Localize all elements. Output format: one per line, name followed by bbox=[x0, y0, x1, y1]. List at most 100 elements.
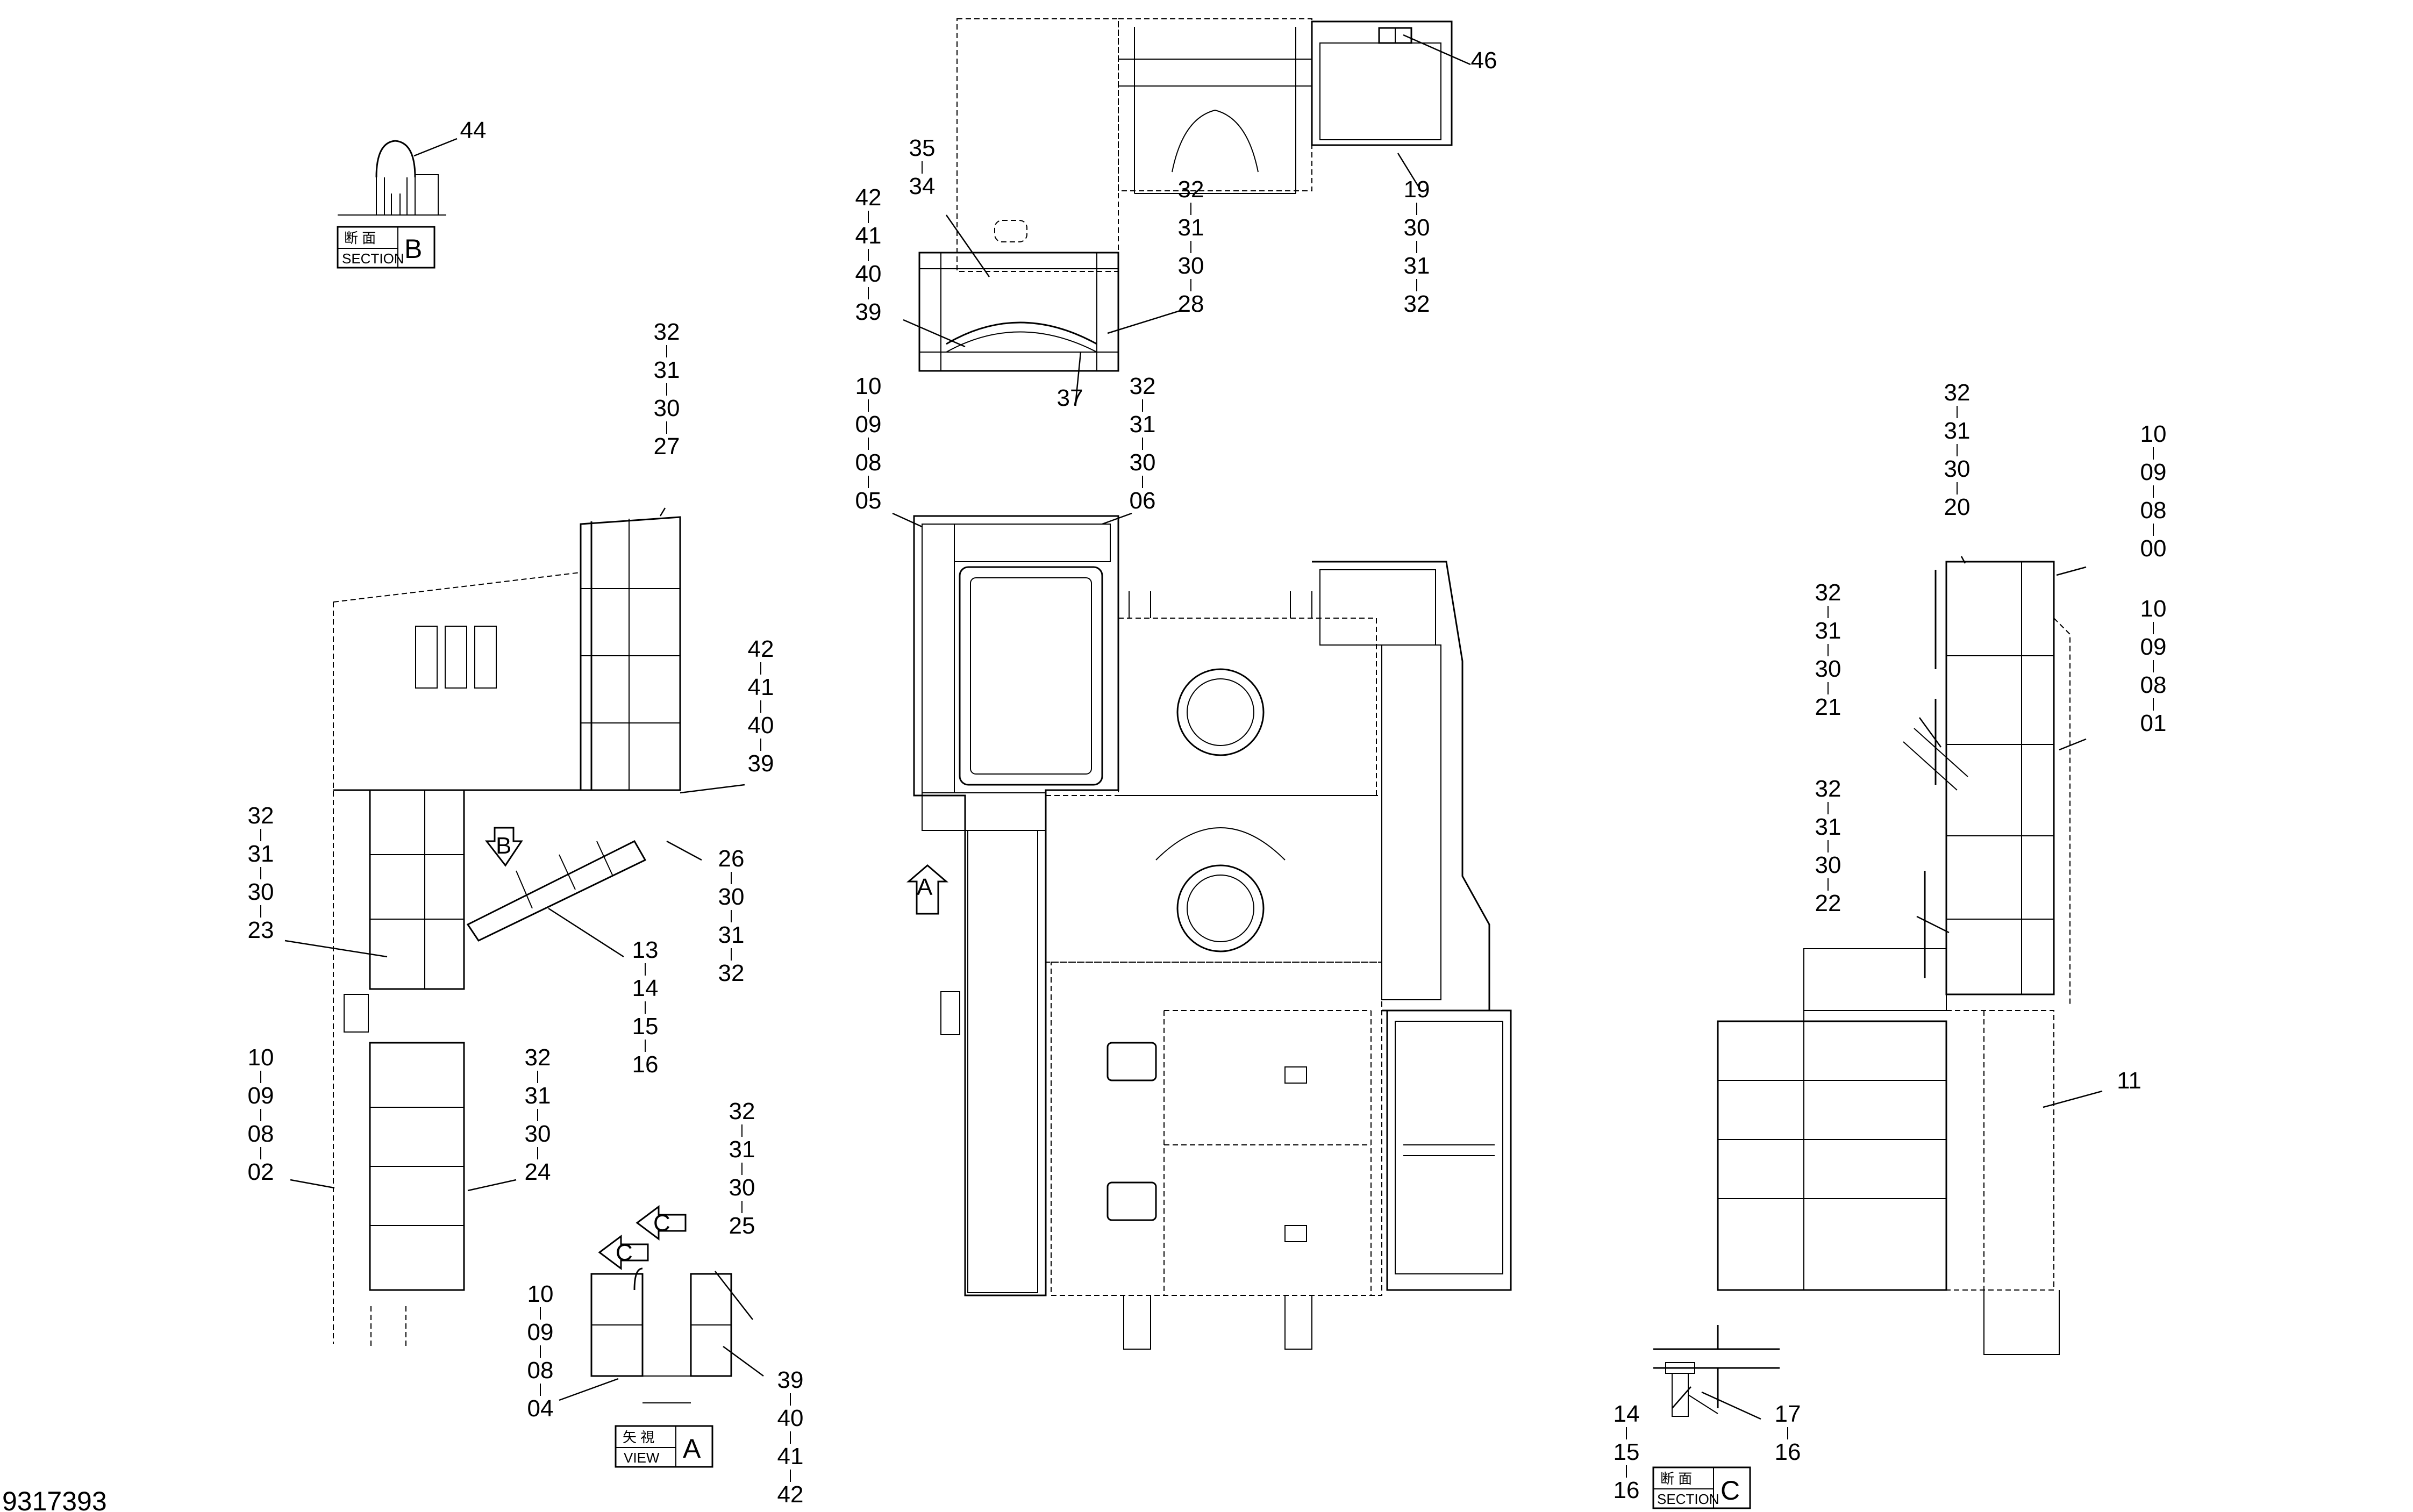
callout-number: 31 bbox=[718, 922, 745, 948]
callout-number: 39 bbox=[855, 299, 882, 325]
section-c-sub: SECTION bbox=[1657, 1491, 1719, 1507]
view-a-label: 矢 視 VIEW A bbox=[615, 1425, 713, 1468]
callout-number: 35 bbox=[909, 135, 936, 161]
callout-number: 31 bbox=[525, 1083, 551, 1109]
callout-number: 31 bbox=[654, 357, 680, 383]
callout-number: 39 bbox=[777, 1367, 804, 1393]
callout-number: 01 bbox=[2140, 710, 2167, 736]
callout-number: 42 bbox=[777, 1481, 804, 1508]
callout-number: 30 bbox=[1815, 656, 1841, 682]
arrow-c-lower: C bbox=[598, 1235, 649, 1270]
callout-number: 30 bbox=[248, 879, 274, 905]
section-b-detail bbox=[338, 138, 458, 216]
callout-c37: 37 bbox=[1057, 385, 1083, 411]
top-module-leaders bbox=[903, 34, 1471, 406]
callout-number: 42 bbox=[748, 636, 774, 662]
callout-c46: 46 bbox=[1471, 47, 1497, 74]
callout-number: 16 bbox=[1775, 1439, 1801, 1465]
callout-number: 34 bbox=[909, 173, 936, 199]
view-a-letter: A bbox=[683, 1434, 701, 1464]
main-plan-leaders bbox=[892, 512, 1132, 528]
callout-number: 08 bbox=[248, 1121, 274, 1147]
view-a-detail bbox=[559, 1267, 764, 1403]
callout-number: 30 bbox=[729, 1174, 755, 1201]
callout-number: 31 bbox=[1815, 618, 1841, 644]
callout-number: 25 bbox=[729, 1213, 755, 1239]
callout-labels: 4435344241403937323130284619303132100908… bbox=[248, 47, 2167, 1508]
callout-number: 31 bbox=[1404, 253, 1430, 279]
callout-number: 31 bbox=[1815, 814, 1841, 840]
view-a-sub: VIEW bbox=[624, 1450, 660, 1466]
callout-number: 32 bbox=[1815, 579, 1841, 606]
callout-number: 30 bbox=[718, 884, 745, 910]
arrow-b: B bbox=[484, 827, 523, 867]
callout-c32f: 32 31 30 25 bbox=[729, 1098, 755, 1239]
callout-number: 32 bbox=[729, 1098, 755, 1124]
callout-number: 46 bbox=[1471, 47, 1497, 74]
callout-number: 32 bbox=[1130, 373, 1156, 399]
arrow-c-upper: C bbox=[636, 1205, 687, 1241]
callout-number: 31 bbox=[729, 1136, 755, 1163]
callout-number: 30 bbox=[1178, 253, 1204, 279]
callout-number: 08 bbox=[855, 449, 882, 476]
callout-c44: 44 bbox=[460, 117, 487, 144]
callout-number: 23 bbox=[248, 917, 274, 943]
callout-number: 32 bbox=[1815, 776, 1841, 802]
drawing-number: 9317393 bbox=[2, 1486, 107, 1512]
section-b-label: 断 面 SECTION B bbox=[337, 226, 436, 269]
callout-number: 31 bbox=[1944, 418, 1971, 444]
callout-number: 16 bbox=[632, 1051, 659, 1078]
callout-number: 31 bbox=[1178, 214, 1204, 241]
arrow-c-upper-letter: C bbox=[653, 1210, 670, 1236]
callout-number: 24 bbox=[525, 1159, 551, 1185]
callout-number: 27 bbox=[654, 433, 680, 460]
callout-number: 09 bbox=[248, 1083, 274, 1109]
callout-number: 32 bbox=[248, 802, 274, 829]
callout-number: 11 bbox=[2117, 1067, 2141, 1094]
callout-number: 20 bbox=[1944, 494, 1971, 520]
callout-number: 31 bbox=[1130, 411, 1156, 438]
callout-number: 14 bbox=[632, 975, 659, 1001]
callout-number: 10 bbox=[248, 1044, 274, 1071]
callout-number: 02 bbox=[248, 1159, 274, 1185]
callout-number: 44 bbox=[460, 117, 487, 144]
callout-number: 04 bbox=[527, 1395, 554, 1422]
callout-number: 28 bbox=[1178, 291, 1204, 317]
callout-number: 10 bbox=[855, 373, 882, 399]
section-b-letter: B bbox=[404, 234, 422, 264]
callout-number: 30 bbox=[525, 1121, 551, 1147]
callout-number: 42 bbox=[855, 184, 882, 211]
right-elevation bbox=[1717, 561, 2071, 1355]
top-module bbox=[918, 18, 1453, 372]
arrow-c-lower-letter: C bbox=[616, 1239, 633, 1266]
callout-number: 09 bbox=[2140, 459, 2167, 485]
callout-number: 17 bbox=[1775, 1401, 1801, 1427]
callout-number: 06 bbox=[1130, 488, 1156, 514]
callout-number: 30 bbox=[1944, 456, 1971, 482]
callout-c10b: 10 09 08 02 bbox=[248, 1044, 274, 1185]
callout-number: 05 bbox=[855, 488, 882, 514]
callout-number: 16 bbox=[1614, 1477, 1640, 1503]
callout-number: 08 bbox=[2140, 672, 2167, 698]
callout-number: 13 bbox=[632, 937, 659, 963]
arrow-a-letter: A bbox=[917, 874, 933, 900]
callout-number: 19 bbox=[1404, 176, 1430, 203]
callout-number: 32 bbox=[718, 960, 745, 986]
callout-number: 30 bbox=[1815, 852, 1841, 878]
